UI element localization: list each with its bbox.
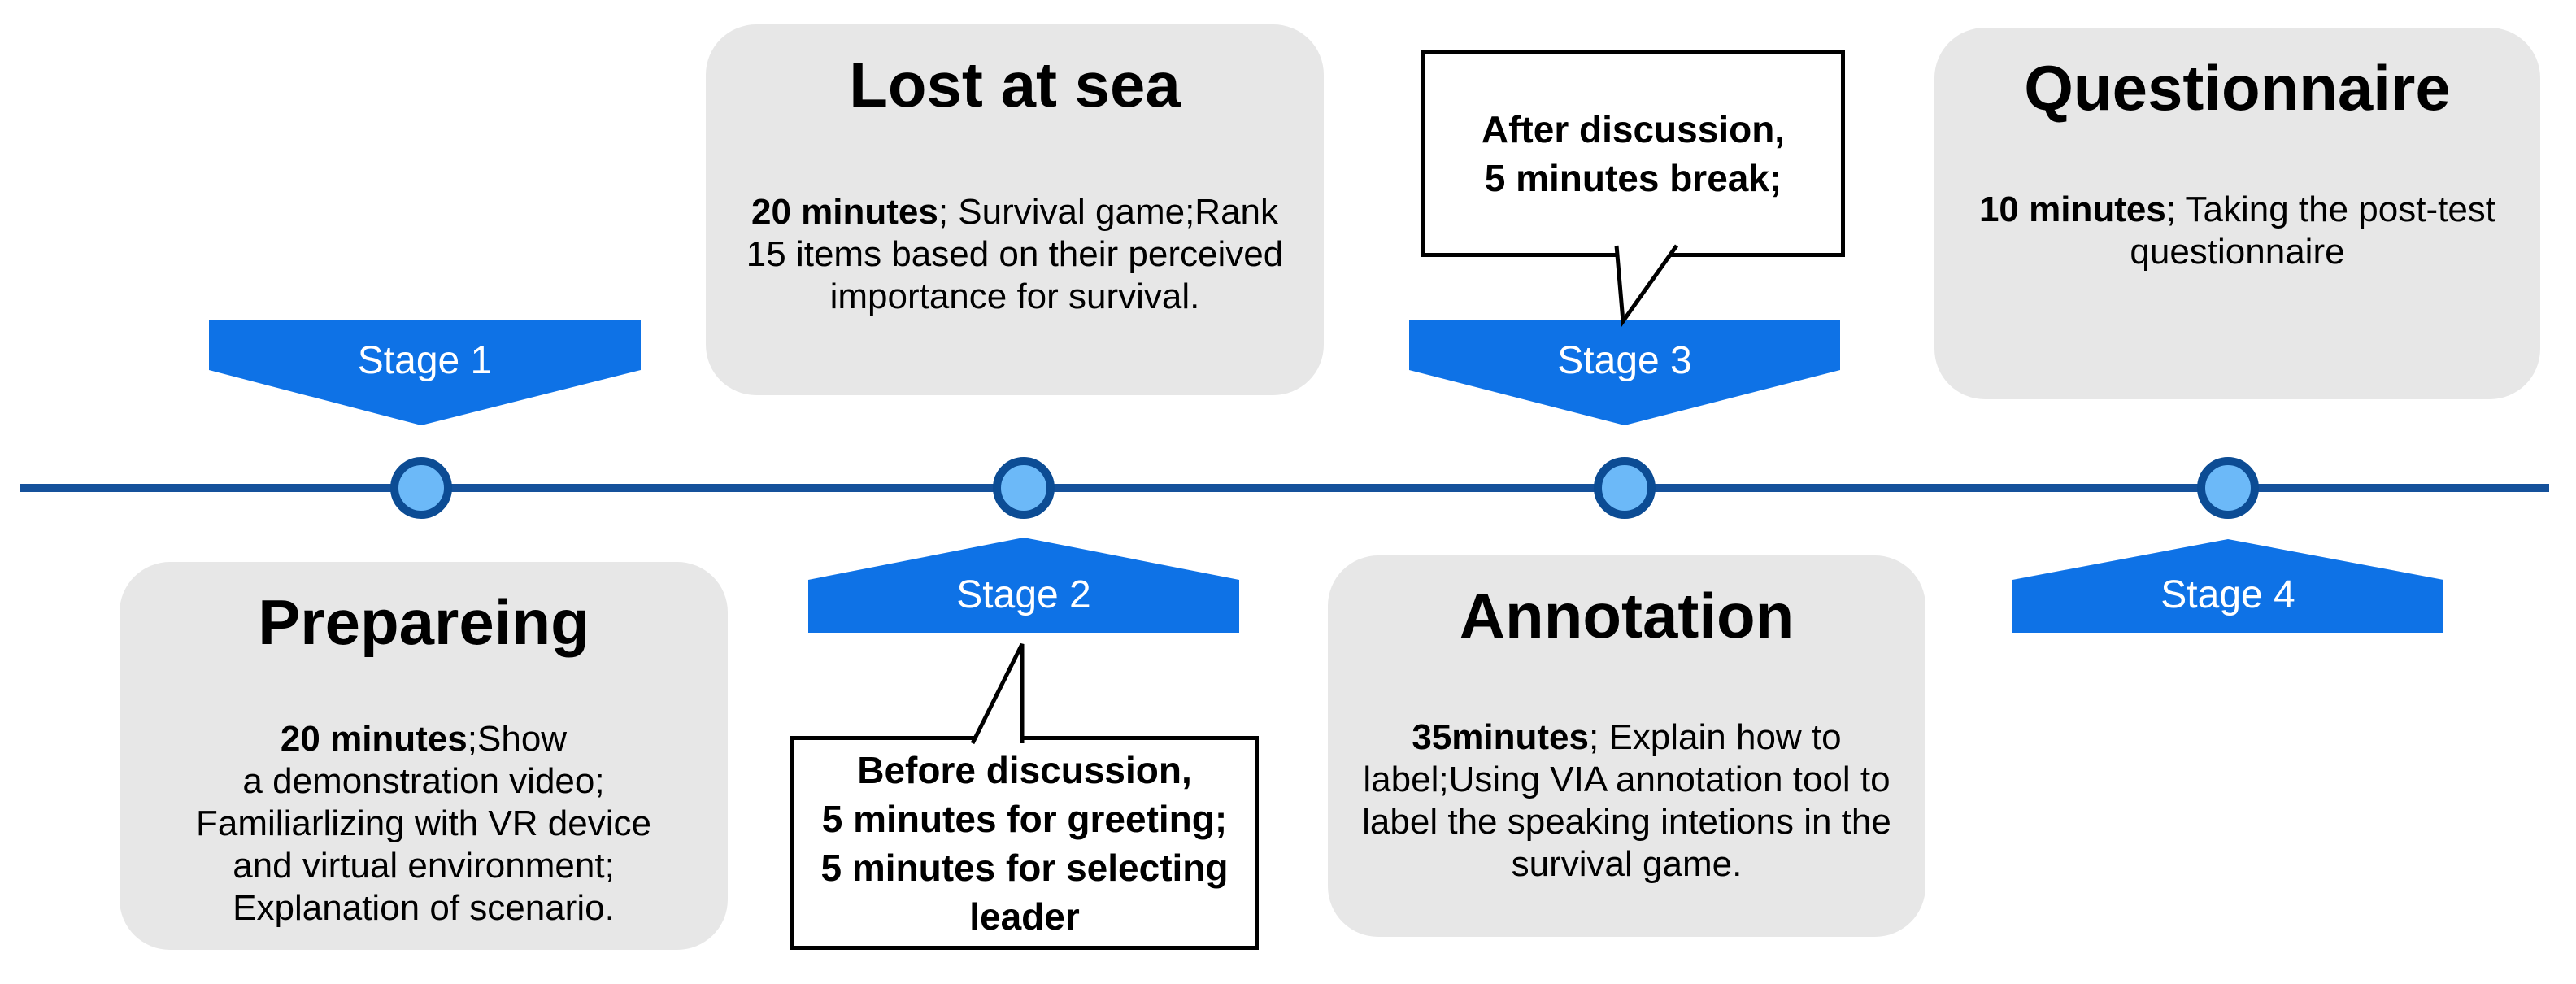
callout-line: Before discussion, [857, 748, 1192, 791]
timeline-node-stage2 [993, 457, 1055, 519]
timeline-node-stage4 [2197, 457, 2259, 519]
body-line: importance for survival. [829, 276, 1200, 316]
stage1-panel-title: Prepareing [258, 586, 590, 658]
stage2-panel-body: 20 minutes; Survival game;Rank 15 items … [706, 191, 1324, 318]
body-line: label;Using VIA annotation tool to [1363, 759, 1891, 799]
body-line: 35minutes; Explain how to [1328, 716, 1925, 759]
body-text: ;Show [467, 718, 568, 759]
body-line: and virtual environment; [233, 845, 615, 886]
body-text: ; Explain how to [1589, 716, 1842, 757]
stage4-panel-body: 10 minutes; Taking the post-test questio… [1934, 189, 2540, 273]
body-line: survival game. [1511, 843, 1743, 884]
body-line: questionnaire [2130, 231, 2345, 272]
duration-text: 35minutes [1412, 716, 1589, 757]
callout-line: 5 minutes for selecting [820, 846, 1229, 889]
stage4-panel: Questionnaire 10 minutes; Taking the pos… [1934, 28, 2540, 399]
body-text: ; Taking the post-test [2165, 189, 2496, 229]
callout-line: leader [969, 895, 1080, 938]
body-line: 20 minutes; Survival game;Rank [706, 191, 1324, 233]
body-line: 20 minutes;Show [120, 718, 728, 760]
stage2-panel: Lost at sea 20 minutes; Survival game;Ra… [706, 24, 1324, 395]
timeline-node-stage3 [1594, 457, 1656, 519]
body-line: 15 items based on their perceived [746, 233, 1284, 274]
callout-line: After discussion, [1481, 107, 1786, 150]
stage3-panel-title: Annotation [1459, 580, 1795, 651]
callout-line: 5 minutes for greeting; [821, 797, 1228, 840]
stage3-panel: Annotation 35minutes; Explain how to lab… [1328, 555, 1925, 937]
body-line: Explanation of scenario. [233, 887, 615, 928]
callout-line: 5 minutes break; [1484, 156, 1782, 199]
stage3-banner-label: Stage 3 [1557, 339, 1692, 382]
body-text: ; Survival game;Rank [938, 191, 1279, 232]
stage2-callout-tail [970, 642, 1025, 745]
timeline-node-stage1 [390, 457, 452, 519]
stage3-callout: After discussion, 5 minutes break; [1421, 50, 1845, 257]
body-line: a demonstration video; [242, 760, 605, 801]
stage1-panel-body: 20 minutes;Show a demonstration video; F… [120, 718, 728, 930]
stage1-panel: Prepareing 20 minutes;Show a demonstrati… [120, 562, 728, 950]
stage4-panel-title: Questionnaire [2024, 52, 2451, 124]
body-line: 10 minutes; Taking the post-test [1934, 189, 2540, 231]
duration-text: 20 minutes [751, 191, 938, 232]
duration-text: 10 minutes [1978, 189, 2166, 229]
stage3-panel-body: 35minutes; Explain how to label;Using VI… [1328, 716, 1925, 886]
duration-text: 20 minutes [280, 718, 468, 759]
stage2-callout: Before discussion, 5 minutes for greetin… [790, 736, 1259, 950]
body-line: label the speaking intetions in the [1362, 801, 1891, 842]
stage4-banner-label: Stage 4 [2160, 573, 2295, 616]
stage2-panel-title: Lost at sea [849, 49, 1181, 120]
stage2-banner-label: Stage 2 [956, 573, 1091, 616]
body-line: Familiarlizing with VR device [196, 803, 651, 843]
stage1-banner-label: Stage 1 [357, 339, 493, 382]
